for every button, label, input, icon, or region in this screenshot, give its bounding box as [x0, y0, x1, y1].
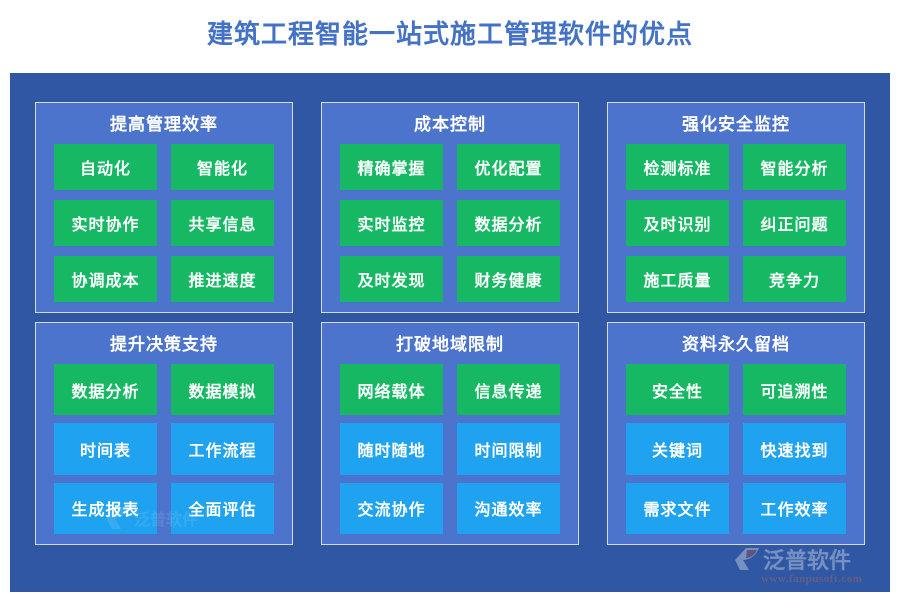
benefit-tag[interactable]: 智能分析 — [743, 144, 846, 190]
benefit-tag[interactable]: 协调成本 — [54, 256, 157, 302]
benefit-tag[interactable]: 及时识别 — [626, 200, 729, 246]
benefit-tag[interactable]: 精确掌握 — [340, 144, 443, 190]
card-title: 打破地域限制 — [396, 335, 504, 354]
benefit-tag[interactable]: 生成报表 — [54, 482, 157, 534]
benefit-tag[interactable]: 实时监控 — [340, 200, 443, 246]
benefit-tag[interactable]: 交流协作 — [340, 482, 443, 534]
tag-grid: 检测标准智能分析及时识别纠正问题施工质量竞争力 — [626, 144, 846, 302]
benefit-tag[interactable]: 工作效率 — [743, 482, 846, 534]
benefit-tag[interactable]: 可追溯性 — [743, 364, 846, 416]
benefit-tag[interactable]: 及时发现 — [340, 256, 443, 302]
tag-grid: 网络载体信息传递随时随地时间限制交流协作沟通效率 — [340, 364, 560, 534]
benefit-tag[interactable]: 数据模拟 — [171, 364, 274, 416]
card-title: 资料永久留档 — [682, 335, 790, 354]
page-title: 建筑工程智能一站式施工管理软件的优点 — [206, 20, 693, 49]
benefit-tag[interactable]: 共享信息 — [171, 200, 274, 246]
benefit-tag[interactable]: 安全性 — [626, 364, 729, 416]
tag-grid: 安全性可追溯性关键词快速找到需求文件工作效率 — [626, 364, 846, 534]
benefit-card: 提升决策支持数据分析数据模拟时间表工作流程生成报表全面评估 — [35, 322, 293, 545]
benefit-tag[interactable]: 实时协作 — [54, 200, 157, 246]
benefit-tag[interactable]: 时间表 — [54, 423, 157, 475]
benefit-tag[interactable]: 智能化 — [171, 144, 274, 190]
benefit-card: 提高管理效率自动化智能化实时协作共享信息协调成本推进速度 — [35, 102, 293, 313]
card-title: 提高管理效率 — [110, 115, 218, 134]
benefit-card: 资料永久留档安全性可追溯性关键词快速找到需求文件工作效率 — [607, 322, 865, 545]
card-title: 提升决策支持 — [110, 335, 218, 354]
card-grid: 提高管理效率自动化智能化实时协作共享信息协调成本推进速度成本控制精确掌握优化配置… — [10, 73, 890, 592]
benefit-tag[interactable]: 时间限制 — [457, 423, 560, 475]
benefit-tag[interactable]: 网络载体 — [340, 364, 443, 416]
benefit-tag[interactable]: 随时随地 — [340, 423, 443, 475]
benefit-tag[interactable]: 数据分析 — [54, 364, 157, 416]
benefit-card: 打破地域限制网络载体信息传递随时随地时间限制交流协作沟通效率 — [321, 322, 579, 545]
tag-grid: 数据分析数据模拟时间表工作流程生成报表全面评估 — [54, 364, 274, 534]
content-panel: 提高管理效率自动化智能化实时协作共享信息协调成本推进速度成本控制精确掌握优化配置… — [10, 73, 890, 592]
benefit-tag[interactable]: 纠正问题 — [743, 200, 846, 246]
card-title: 成本控制 — [414, 115, 486, 134]
card-title: 强化安全监控 — [682, 115, 790, 134]
benefit-card: 强化安全监控检测标准智能分析及时识别纠正问题施工质量竞争力 — [607, 102, 865, 313]
benefit-tag[interactable]: 施工质量 — [626, 256, 729, 302]
benefit-tag[interactable]: 数据分析 — [457, 200, 560, 246]
benefit-tag[interactable]: 沟通效率 — [457, 482, 560, 534]
benefit-tag[interactable]: 竞争力 — [743, 256, 846, 302]
benefit-tag[interactable]: 快速找到 — [743, 423, 846, 475]
benefit-tag[interactable]: 信息传递 — [457, 364, 560, 416]
benefit-tag[interactable]: 检测标准 — [626, 144, 729, 190]
benefit-tag[interactable]: 财务健康 — [457, 256, 560, 302]
benefit-tag[interactable]: 关键词 — [626, 423, 729, 475]
benefit-tag[interactable]: 需求文件 — [626, 482, 729, 534]
benefit-tag[interactable]: 全面评估 — [171, 482, 274, 534]
tag-grid: 精确掌握优化配置实时监控数据分析及时发现财务健康 — [340, 144, 560, 302]
benefit-tag[interactable]: 工作流程 — [171, 423, 274, 475]
benefit-tag[interactable]: 优化配置 — [457, 144, 560, 190]
benefit-card: 成本控制精确掌握优化配置实时监控数据分析及时发现财务健康 — [321, 102, 579, 313]
benefit-tag[interactable]: 自动化 — [54, 144, 157, 190]
tag-grid: 自动化智能化实时协作共享信息协调成本推进速度 — [54, 144, 274, 302]
benefit-tag[interactable]: 推进速度 — [171, 256, 274, 302]
